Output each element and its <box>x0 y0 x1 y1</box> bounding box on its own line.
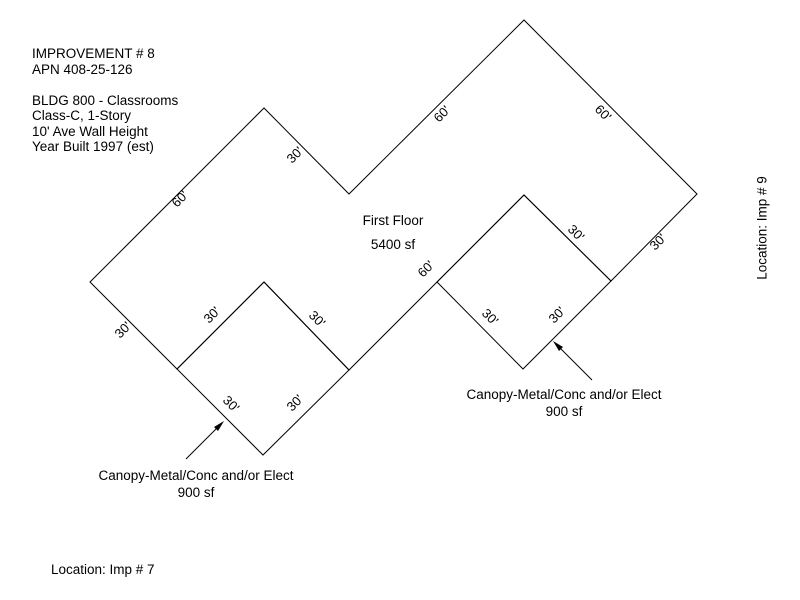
canopy-arrow-2 <box>555 343 593 381</box>
arrowhead-2 <box>553 341 563 351</box>
dim-canopy1-bottom-left: 30' <box>220 393 243 416</box>
dim-canopy1-bottom-right: 30' <box>284 392 307 415</box>
floor-label: First Floor <box>362 213 424 228</box>
location-left: Location: Imp # 7 <box>51 562 155 577</box>
wall-height: 10' Ave Wall Height <box>32 123 148 139</box>
canopy-2-area: 900 sf <box>545 404 583 419</box>
dim-canopy2-top: 30' <box>565 222 588 245</box>
dim-left-end: 30' <box>112 319 135 342</box>
improvement-info: IMPROVEMENT # 8 APN 408-25-126 BLDG 800 … <box>32 46 178 155</box>
canopy-label-1: Canopy-Metal/Conc and/or Elect 900 sf <box>98 467 293 501</box>
improvement-number: IMPROVEMENT # 8 <box>32 46 155 61</box>
dim-canopy1-top-right: 30' <box>306 308 329 331</box>
canopy-2-name: Canopy-Metal/Conc and/or Elect <box>466 387 662 402</box>
canopy-outline-2 <box>436 194 612 370</box>
floor-area: 5400 sf <box>370 237 416 252</box>
dim-top-right: 60' <box>592 102 615 125</box>
canopy-label-2: Canopy-Metal/Conc and/or Elect 900 sf <box>466 386 661 420</box>
dim-top-long: 60' <box>431 103 454 126</box>
dim-canopy1-top-left: 30' <box>201 304 224 327</box>
year-built: Year Built 1997 (est) <box>32 139 154 154</box>
dim-right-end: 30' <box>647 231 670 254</box>
location-right: Location: Imp # 9 <box>754 176 770 280</box>
canopy-1-name: Canopy-Metal/Conc and/or Elect <box>98 468 294 483</box>
canopy-arrow-1 <box>185 423 222 460</box>
canopy-outline-1 <box>176 281 350 456</box>
arrowhead-1 <box>214 421 224 431</box>
dim-canopy2-left: 30' <box>479 306 502 329</box>
dim-canopy2-right: 30' <box>546 304 569 327</box>
building-class: Class-C, 1-Story <box>32 108 132 123</box>
dim-mid-long: 60' <box>415 258 438 281</box>
canopy-1-area: 900 sf <box>177 485 215 500</box>
apn: APN 408-25-126 <box>32 61 133 77</box>
building-name: BLDG 800 - Classrooms <box>32 92 179 108</box>
dim-top-left: 60' <box>169 188 192 211</box>
